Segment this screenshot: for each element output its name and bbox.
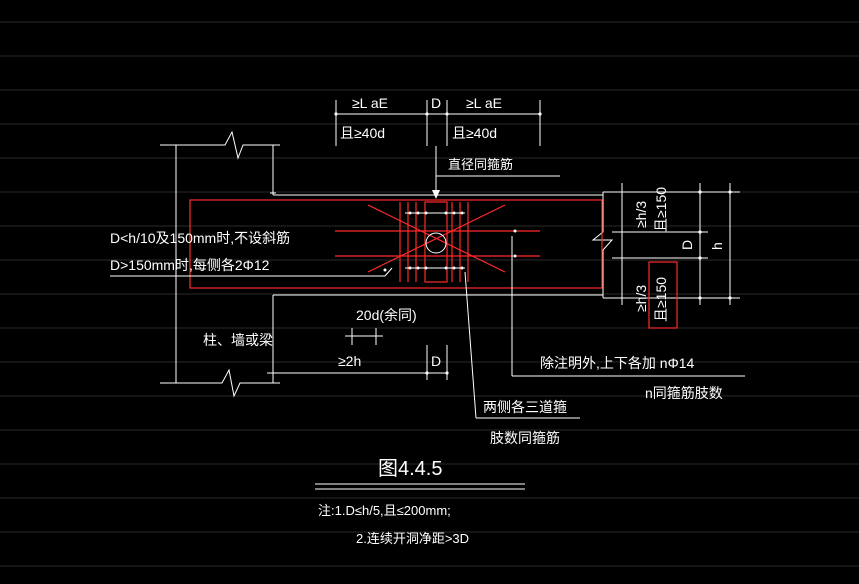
diagonal-bar-note-1: D<h/10及150mm时,不设斜筋: [110, 230, 290, 246]
column-label: 柱、墙或梁: [203, 332, 273, 348]
top-dim-lae-2: ≥L aE: [466, 95, 502, 111]
bottom-dimensions: [273, 345, 449, 380]
extra-bars-note: 除注明外,上下各加 nΦ14: [540, 355, 695, 371]
dim-2h-label: ≥2h: [338, 353, 361, 369]
top-dim-lae-1: ≥L aE: [352, 95, 388, 111]
note-1: 注:1.D≤h/5,且≤200mm;: [318, 503, 451, 518]
dim-d-bottom: D: [431, 353, 441, 369]
note-leaders: [464, 236, 745, 419]
dim-20d-label: 20d(余同): [356, 307, 417, 323]
right-top-sub: 且≥150: [653, 187, 669, 232]
dim-20d-lines: [345, 328, 383, 345]
background-grid: [0, 21, 859, 567]
stirrup-outline: [189, 199, 603, 289]
top-dim-d: D: [431, 95, 441, 111]
right-top-dim: ≥h/3: [633, 201, 649, 228]
right-bot-sub: 且≥150: [653, 277, 669, 322]
top-sub-40d-2: 且≥40d: [452, 125, 497, 141]
rebar-layout: [189, 199, 603, 289]
beam-outline: [273, 191, 740, 299]
opening: [383, 211, 517, 272]
right-dim-h: h: [709, 242, 725, 250]
opening-circle: [425, 232, 447, 254]
top-sub-40d-1: 且≥40d: [340, 125, 385, 141]
top-dimensions: [334, 100, 560, 199]
diagonal-bar-note-2: D>150mm时,每侧各2Φ12: [110, 257, 270, 273]
right-dimensions: [612, 183, 732, 329]
figure-title: 图4.4.5: [378, 458, 442, 480]
legs-same-note: 肢数同箍筋: [490, 430, 560, 446]
side-stirrups-note: 两侧各三道箍: [483, 399, 567, 415]
n-same-note: n同箍筋肢数: [645, 385, 723, 401]
note-2: 2.连续开洞净距>3D: [356, 531, 469, 546]
right-dim-d: D: [679, 240, 695, 250]
ring-stirrup-label: 直径同箍筋: [448, 157, 513, 172]
right-bot-dim: ≥h/3: [633, 285, 649, 312]
